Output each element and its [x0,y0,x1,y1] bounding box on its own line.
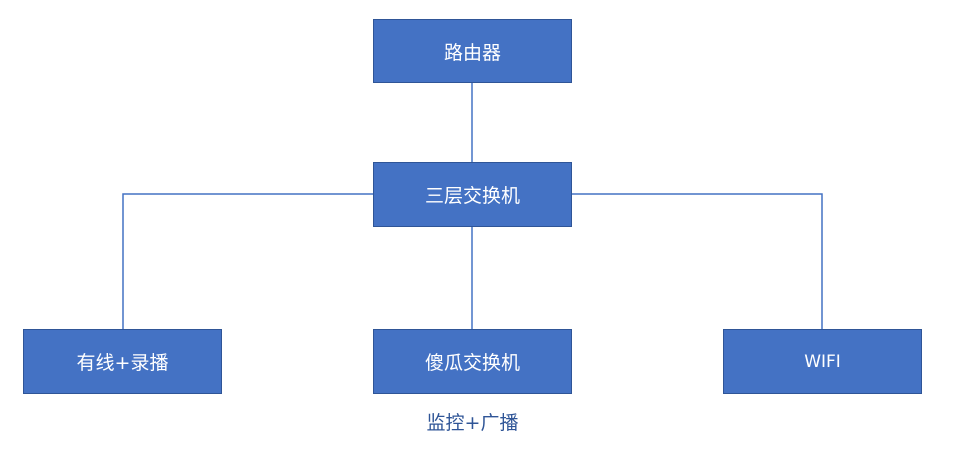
link-core-switch-wifi [572,193,823,329]
dumb-switch-annotation: 监控+广播 [426,412,519,434]
link-core-switch-wired-recording [122,193,373,329]
wifi-node: WIFI [723,329,922,394]
core-switch-node: 三层交换机 [373,162,572,227]
router-node: 路由器 [373,19,572,83]
router-label: 路由器 [443,41,501,64]
core-switch-label: 三层交换机 [424,185,520,207]
wired-recording-node: 有线+录播 [23,329,222,394]
dumb-switch-node: 傻瓜交换机 [373,329,572,394]
wired-recording-label: 有线+录播 [76,352,169,374]
wifi-label: WIFI [804,351,841,372]
dumb-switch-label: 傻瓜交换机 [424,352,520,374]
